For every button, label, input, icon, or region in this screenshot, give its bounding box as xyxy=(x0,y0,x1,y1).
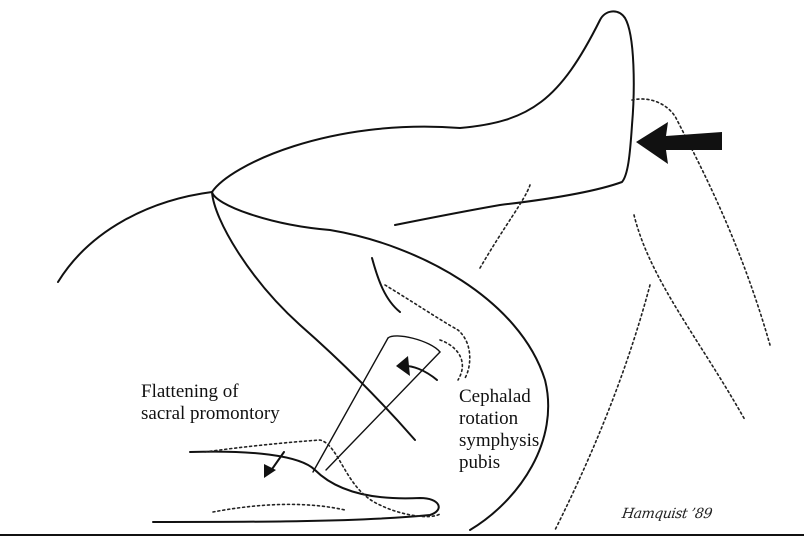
abdomen-contour xyxy=(58,192,212,282)
pelvis-lower-line xyxy=(153,452,439,522)
alt-leg-dotted xyxy=(480,185,530,268)
label-flattening-line-1: Flattening of xyxy=(141,381,311,403)
thigh-underside xyxy=(212,192,548,530)
alt-pelvis-dotted xyxy=(385,285,470,378)
label-cephalad-line-4: pubis xyxy=(459,452,599,474)
alt-shin-dotted xyxy=(634,215,745,420)
label-cephalad-line-1: Cephalad xyxy=(459,386,599,408)
label-cephalad-rotation: Cephalad rotation symphysis pubis xyxy=(459,386,599,474)
alt-base-dotted xyxy=(213,504,345,512)
label-cephalad-line-2: rotation xyxy=(459,408,599,430)
push-arrow xyxy=(636,122,722,164)
pelvis-axis-line xyxy=(313,338,388,472)
raised-leg-outline xyxy=(212,11,634,225)
artist-signature: Hamquist ’89 xyxy=(621,506,713,522)
label-flattening-sacral-promontory: Flattening of sacral promontory xyxy=(141,381,311,425)
label-flattening-line-2: sacral promontory xyxy=(141,403,311,425)
rotation-arrow-head xyxy=(396,356,410,376)
alt-symphysis-dotted xyxy=(440,340,462,380)
symphysis-cap xyxy=(388,336,440,352)
label-cephalad-line-3: symphysis xyxy=(459,430,599,452)
